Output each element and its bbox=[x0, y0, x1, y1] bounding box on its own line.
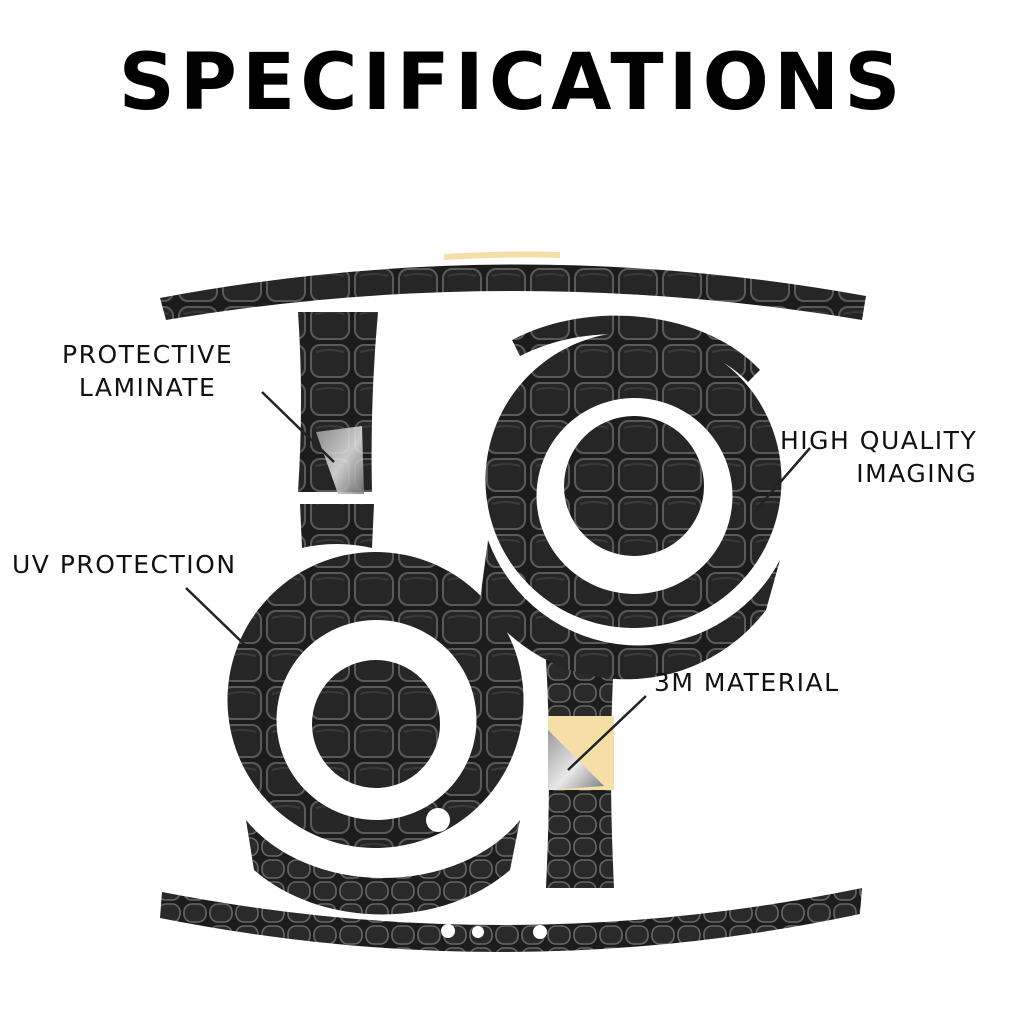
callout-line: PROTECTIVE bbox=[62, 340, 234, 369]
leader-line-protective-laminate bbox=[261, 391, 335, 463]
callout-line: LAMINATE bbox=[78, 373, 217, 402]
callout-uv-protection: UV PROTECTION bbox=[12, 548, 237, 581]
upper-right-earcup bbox=[480, 315, 782, 680]
callout-protective-laminate: PROTECTIVE LAMINATE bbox=[62, 338, 233, 404]
callout-line: 3M MATERIAL bbox=[654, 668, 840, 697]
material-peel bbox=[548, 730, 604, 790]
leader-line-3m-material bbox=[567, 695, 647, 771]
callout-line: UV PROTECTION bbox=[12, 550, 237, 579]
laminate-peel bbox=[316, 426, 364, 494]
callout-high-quality-imaging: HIGH QUALITY IMAGING bbox=[780, 424, 977, 490]
left-slider-end bbox=[300, 504, 374, 548]
lower-left-earcup bbox=[227, 552, 524, 915]
leader-line-high-quality-imaging bbox=[755, 447, 811, 511]
bottom-headband-strip bbox=[160, 888, 862, 953]
callout-3m-material: 3M MATERIAL bbox=[654, 666, 840, 699]
top-strip-backing bbox=[444, 251, 560, 260]
top-headband-strip bbox=[160, 264, 866, 320]
callout-line: IMAGING bbox=[856, 459, 978, 488]
page-title: SPECIFICATIONS bbox=[118, 38, 906, 128]
leader-line-uv-protection bbox=[185, 587, 247, 647]
callout-line: HIGH QUALITY bbox=[780, 426, 978, 455]
